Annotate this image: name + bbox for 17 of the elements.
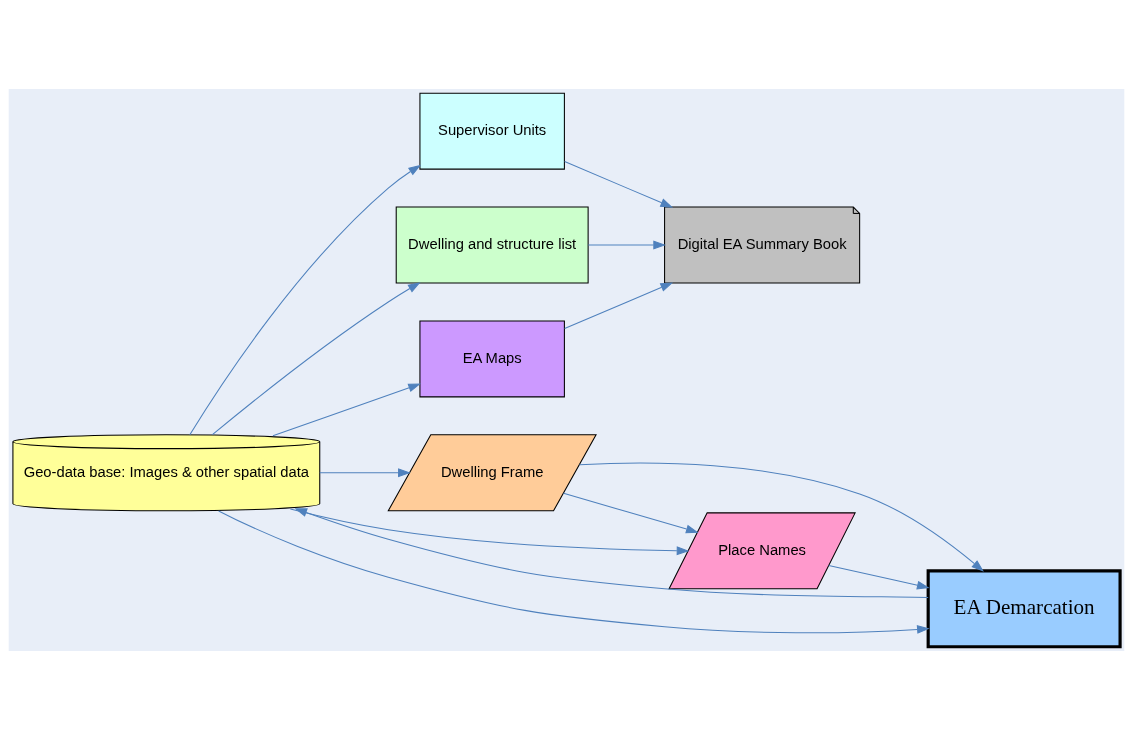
- arrow: [319, 468, 411, 478]
- node-box: Dwelling and structure list: [395, 206, 589, 284]
- arrow: [272, 383, 421, 437]
- arrow: [294, 508, 929, 598]
- arrow: [587, 240, 666, 250]
- arrow: [218, 510, 930, 634]
- arrow: [828, 564, 930, 590]
- arrow: [578, 462, 984, 572]
- arrow: [211, 282, 421, 436]
- node-box: EA Maps: [419, 320, 565, 398]
- arrow: [564, 161, 674, 208]
- arrow: [289, 508, 690, 556]
- node-box: Supervisor Units: [419, 92, 565, 170]
- arrow: [564, 282, 674, 330]
- node-box: EA Demarcation: [926, 569, 1122, 649]
- arrow: [563, 492, 699, 534]
- arrow: [189, 164, 422, 436]
